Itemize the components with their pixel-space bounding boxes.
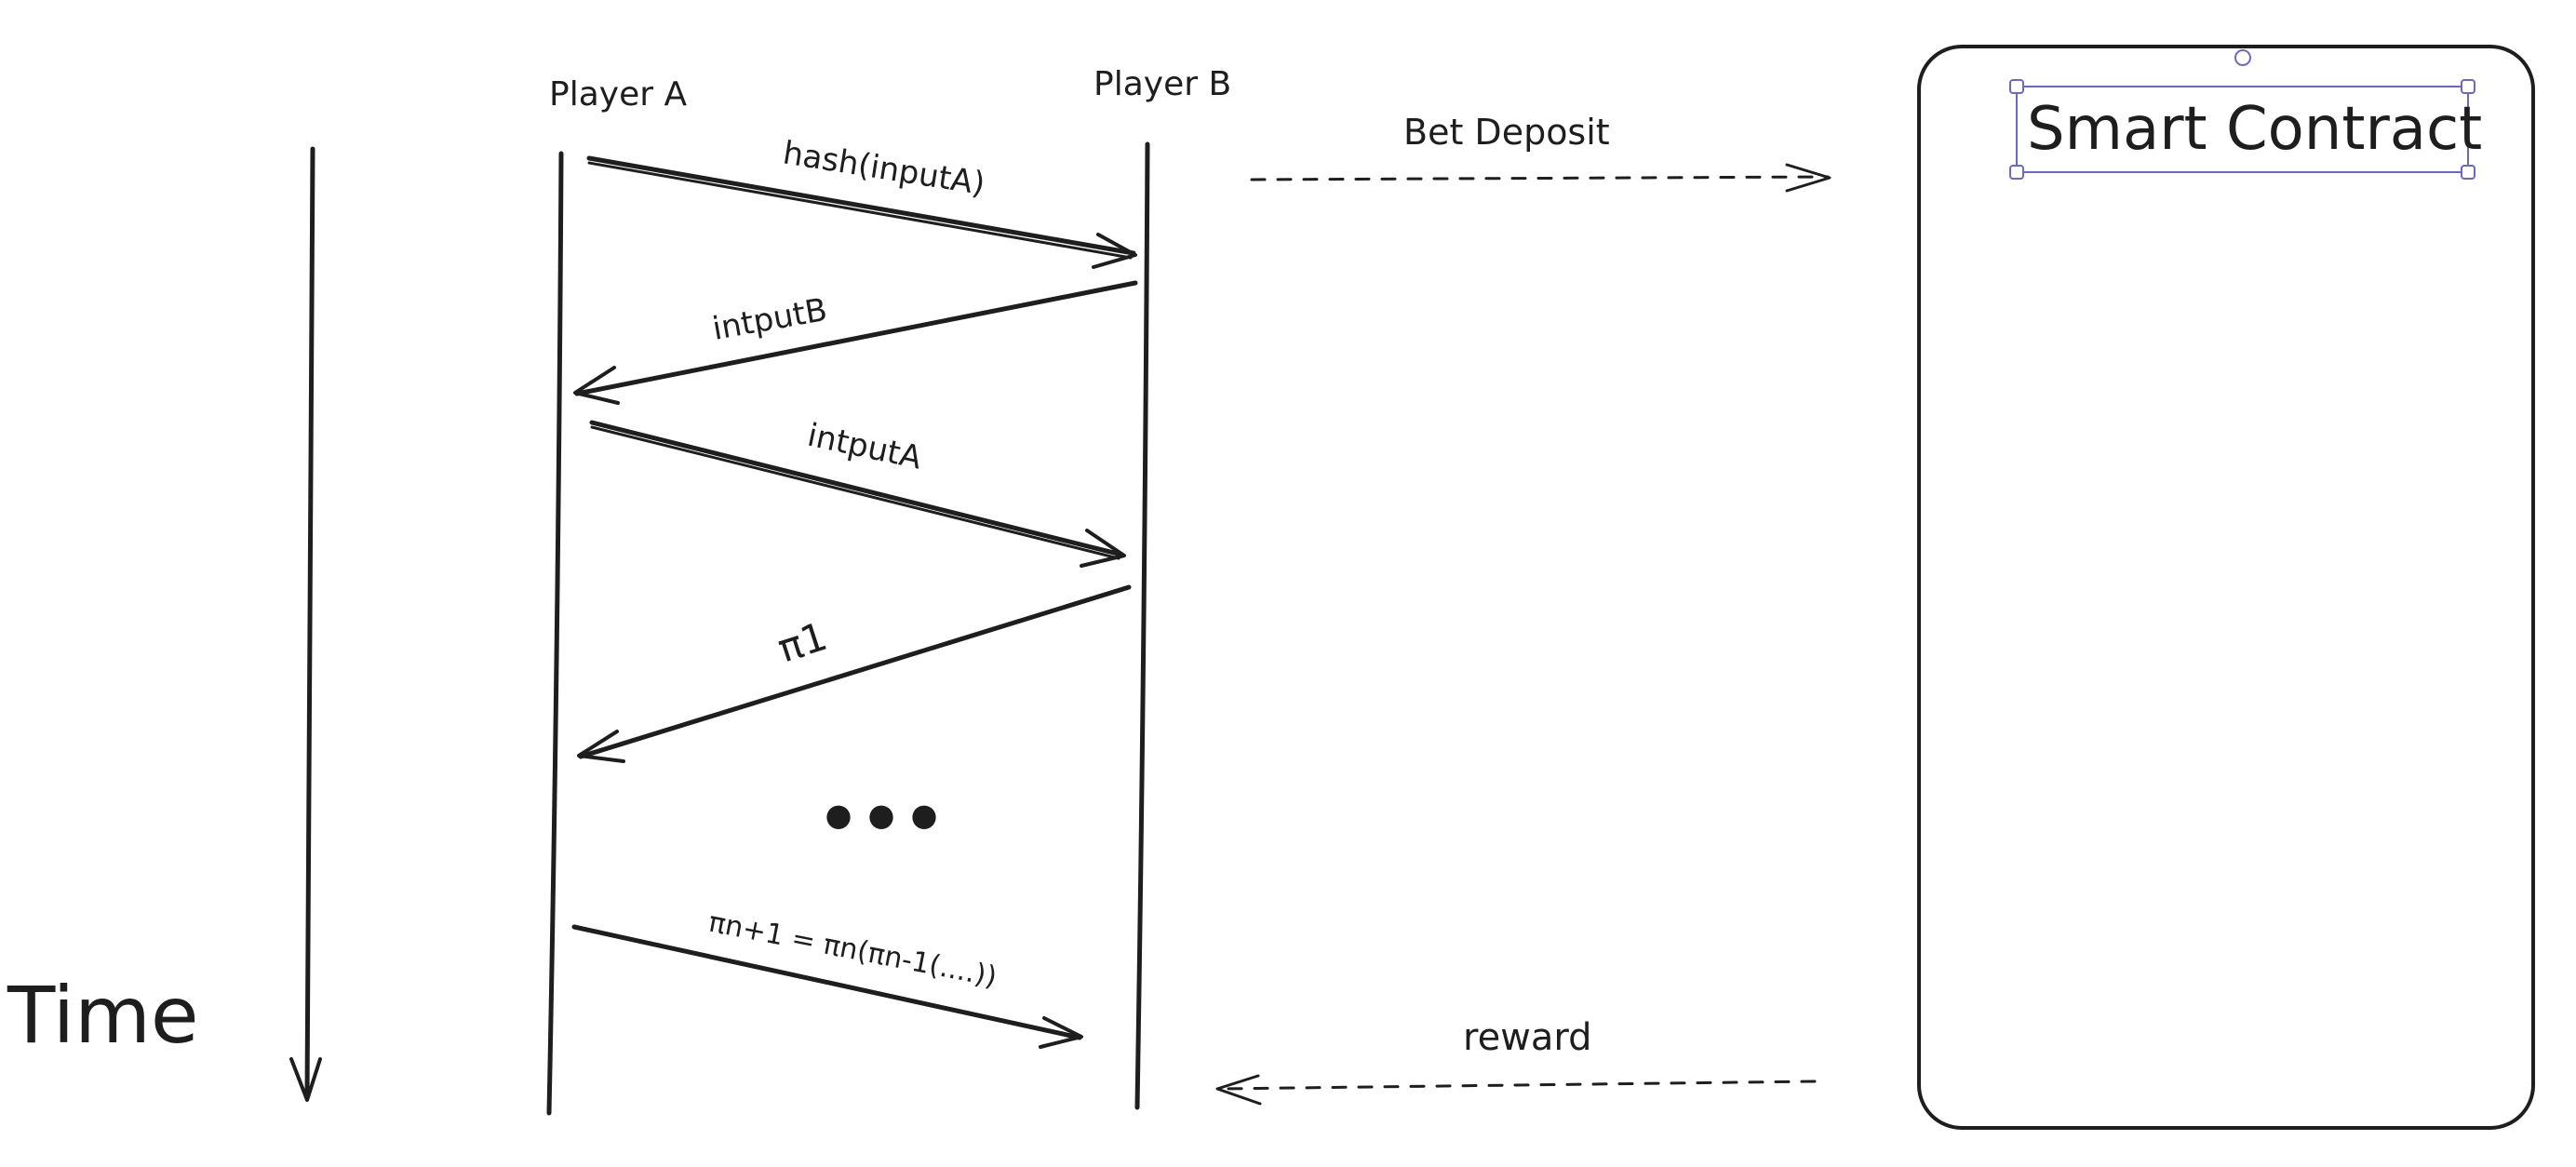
smart-contract-box[interactable] [1917,45,2535,1130]
rotate-handle[interactable] [2234,49,2251,66]
reward-label[interactable]: reward [1463,1016,1592,1059]
message-pin1-arrow[interactable] [571,924,1083,1049]
player-a-lifeline[interactable] [546,151,564,1116]
bet-deposit-arrow[interactable] [1250,163,1831,193]
selection-frame[interactable] [2009,49,2475,180]
player-b-label[interactable]: Player B [1093,65,1231,103]
smart-contract-title[interactable]: Smart Contract [2027,95,2482,164]
message-pin1-label[interactable]: πn+1 = πn(πn-1(....)) [705,905,999,993]
time-label[interactable]: Time [7,970,199,1061]
message-inputb-arrow[interactable] [573,280,1138,405]
message-hash-label[interactable]: hash(inputA) [781,134,987,203]
time-axis[interactable] [289,146,322,1102]
player-a-label[interactable]: Player A [549,75,687,114]
message-inputa-arrow[interactable] [589,420,1126,568]
message-pi1-label[interactable]: π1 [772,613,833,672]
message-inputa-label[interactable]: intputA [804,417,925,477]
message-hash-arrow[interactable] [586,155,1137,269]
message-inputb-label[interactable]: intputB [710,291,830,348]
bet-deposit-label[interactable]: Bet Deposit [1403,112,1610,153]
message-pi1-arrow[interactable] [577,584,1132,763]
player-b-lifeline[interactable] [1134,141,1150,1110]
ellipsis-label[interactable]: ••• [817,780,946,858]
reward-arrow[interactable] [1215,1074,1817,1106]
